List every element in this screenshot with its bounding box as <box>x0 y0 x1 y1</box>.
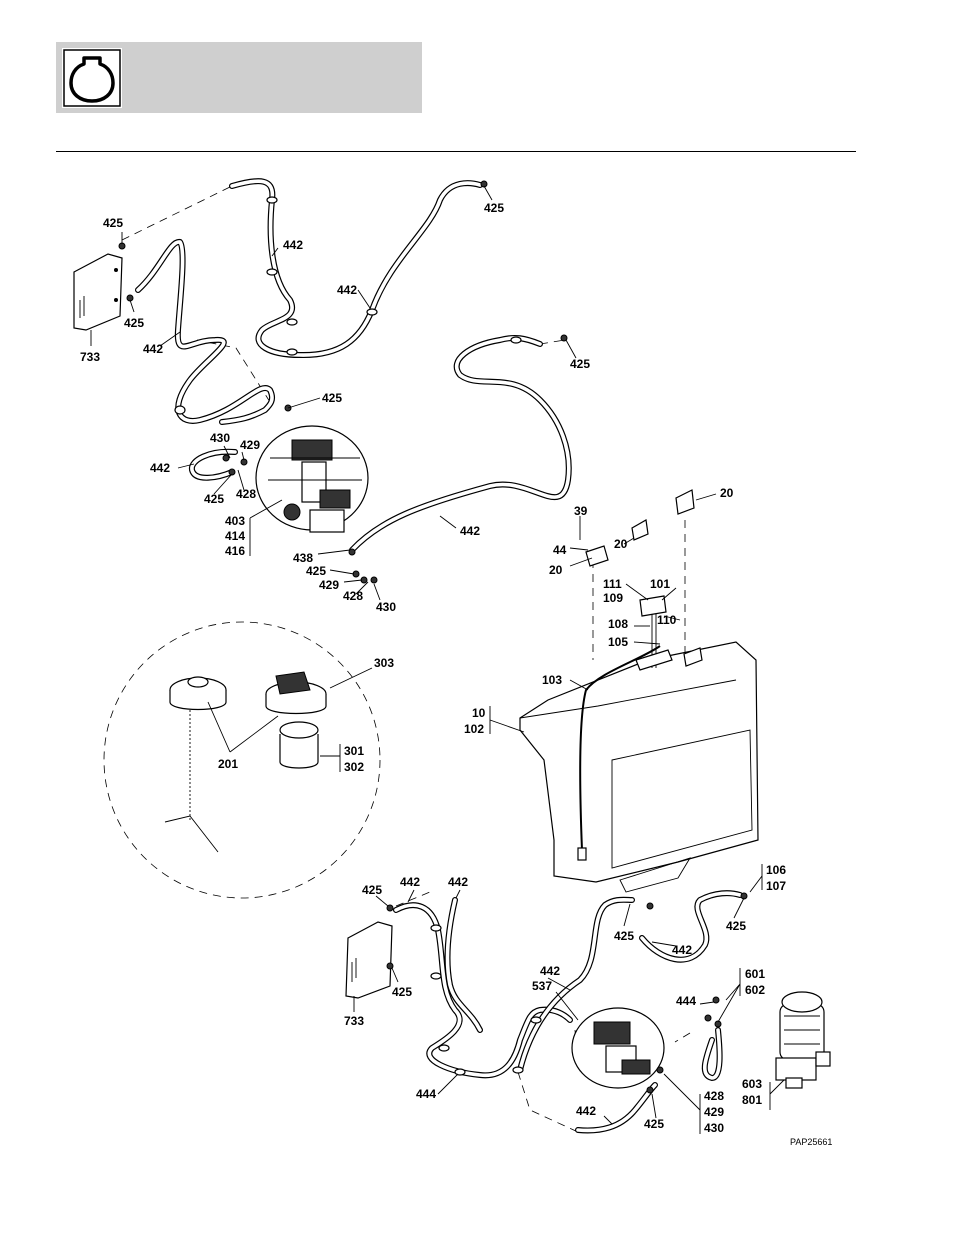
callout: 537 <box>532 979 552 993</box>
callout: 430 <box>704 1121 724 1135</box>
callout: 102 <box>464 722 484 736</box>
hoses-lower <box>396 893 740 1130</box>
callout: 429 <box>704 1105 724 1119</box>
callout: 425 <box>614 929 634 943</box>
callout: 20 <box>614 537 628 551</box>
cooler-733-upper <box>74 254 122 330</box>
callout: 302 <box>344 760 364 774</box>
callout: 428 <box>343 589 363 603</box>
fittings <box>119 181 747 1093</box>
fuel-cap-detail <box>165 672 326 852</box>
callout: 105 <box>608 635 628 649</box>
callout: 110 <box>657 613 677 627</box>
callout: 107 <box>766 879 786 893</box>
fuel-filter <box>776 992 830 1088</box>
callout: 111 <box>603 577 622 591</box>
callout: 442 <box>672 943 692 957</box>
callout: 429 <box>319 578 339 592</box>
callout: 442 <box>143 342 163 356</box>
callout: 20 <box>720 486 734 500</box>
callout: 442 <box>337 283 357 297</box>
engine-upper <box>256 426 368 532</box>
cooler-733-lower <box>346 922 392 998</box>
callout: 442 <box>576 1104 596 1118</box>
callout: 442 <box>448 875 468 889</box>
callout: 425 <box>204 492 224 506</box>
callout: 39 <box>574 504 588 518</box>
callout: 106 <box>766 863 786 877</box>
callout: 425 <box>392 985 412 999</box>
callout: 733 <box>80 350 100 364</box>
callout: 10 <box>472 706 486 720</box>
callout: 430 <box>210 431 230 445</box>
callout: 414 <box>225 529 245 543</box>
callout: 44 <box>553 543 567 557</box>
callout: 20 <box>549 563 563 577</box>
callout: 733 <box>344 1014 364 1028</box>
callout: 442 <box>540 964 560 978</box>
callout: 428 <box>704 1089 724 1103</box>
callout: 428 <box>236 487 256 501</box>
callout: 425 <box>484 201 504 215</box>
callout: 425 <box>103 216 123 230</box>
callout: 425 <box>726 919 746 933</box>
pump-lower <box>572 1008 664 1088</box>
callout: 103 <box>542 673 562 687</box>
callout: 442 <box>460 524 480 538</box>
callout: 438 <box>293 551 313 565</box>
callout: 403 <box>225 514 245 528</box>
callout: 201 <box>218 757 238 771</box>
callout: 425 <box>306 564 326 578</box>
callout: 801 <box>742 1093 762 1107</box>
callout: 303 <box>374 656 394 670</box>
callout: 425 <box>644 1117 664 1131</box>
callout: 444 <box>676 994 696 1008</box>
callout: 442 <box>283 238 303 252</box>
callout: 425 <box>570 357 590 371</box>
callout: 602 <box>745 983 765 997</box>
callout: 425 <box>124 316 144 330</box>
callout: 425 <box>362 883 382 897</box>
callout: 109 <box>603 591 623 605</box>
callout: 601 <box>745 967 765 981</box>
callout: 425 <box>322 391 342 405</box>
callout: 301 <box>344 744 364 758</box>
callout: 603 <box>742 1077 762 1091</box>
callout: 442 <box>400 875 420 889</box>
callout: 108 <box>608 617 628 631</box>
callout: 430 <box>376 600 396 614</box>
callout: 416 <box>225 544 245 558</box>
callout: 101 <box>650 577 670 591</box>
callout: 442 <box>150 461 170 475</box>
figure-code: PAP25661 <box>790 1137 832 1147</box>
callout: 429 <box>240 438 260 452</box>
callout: 444 <box>416 1087 436 1101</box>
